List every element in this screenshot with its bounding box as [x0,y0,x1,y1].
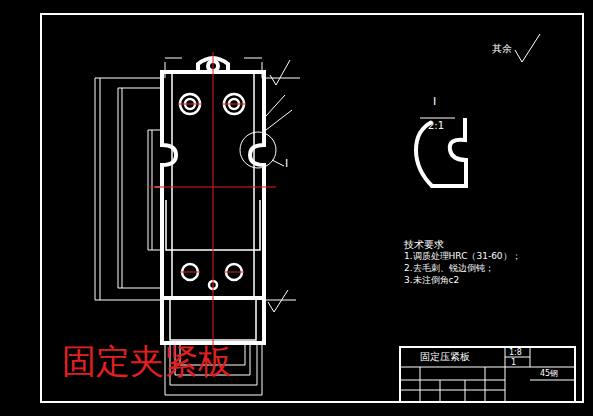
center-lines [150,52,276,350]
roughness-symbols [262,34,540,312]
leader-line [272,160,284,166]
quantity-cell: 1 [511,359,516,368]
watermark: 固定夹紧板 [62,343,232,380]
material-cell: 45钢 [540,370,558,379]
detail-circle [240,132,276,168]
part-title: 固定压紧板 [420,351,470,362]
requirement-note: 1.调质处理HRC（31-60）； [404,252,521,262]
requirement-note: 2.去毛刺、锐边倒钝； [404,264,494,274]
roughness-note: 其余 [492,43,512,54]
title-block [400,347,575,402]
detail-view [416,118,466,186]
sheet-frame [41,14,583,402]
requirements-heading: 技术要求 [404,239,444,250]
holes [180,94,244,289]
detail-callout: I [285,158,288,170]
detail-scale: 2:1 [428,120,444,131]
detail-title: I [433,96,436,108]
requirement-note: 3.未注倒角c2 [404,276,459,286]
scale-cell: 1:8 [509,349,522,358]
